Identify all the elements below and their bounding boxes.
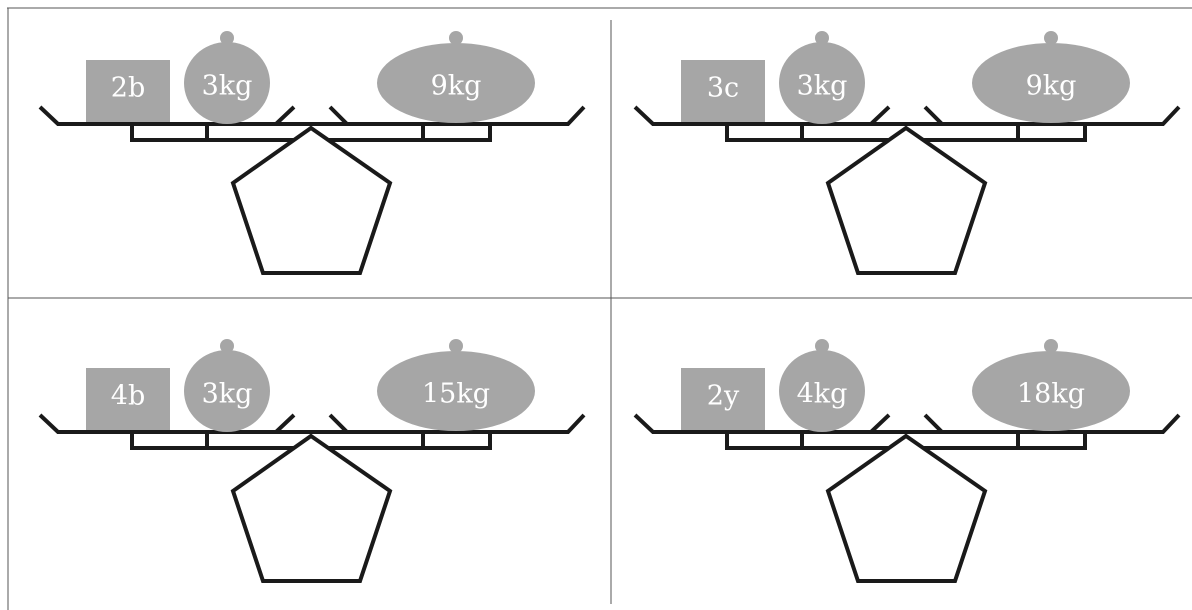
unknown-label: 3c — [707, 73, 739, 104]
scale-panel-3: 4b 3kg 15kg — [38, 339, 586, 583]
scale-panel-4: 2y 4kg 18kg — [633, 339, 1181, 583]
left-weight-label: 3kg — [202, 379, 253, 410]
unknown-block: 4b — [86, 368, 170, 430]
unknown-label: 2b — [111, 73, 145, 104]
left-weight-label: 3kg — [202, 71, 253, 102]
unknown-block: 2y — [681, 368, 765, 430]
left-weight: 3kg — [779, 31, 865, 124]
right-weight-label: 9kg — [1026, 71, 1077, 102]
right-weight: 9kg — [972, 31, 1130, 123]
left-weight-label: 4kg — [797, 379, 848, 410]
unknown-block: 2b — [86, 60, 170, 122]
right-weight: 15kg — [377, 339, 535, 431]
left-weight-label: 3kg — [797, 71, 848, 102]
unknown-label: 2y — [707, 381, 740, 412]
left-weight: 3kg — [184, 339, 270, 432]
scale-panel-1: 2b 3kg 9kg — [38, 31, 586, 275]
right-weight: 9kg — [377, 31, 535, 123]
unknown-label: 4b — [111, 381, 145, 412]
left-weight: 4kg — [779, 339, 865, 432]
left-weight: 3kg — [184, 31, 270, 124]
unknown-block: 3c — [681, 60, 765, 122]
right-weight-label: 15kg — [422, 379, 490, 410]
right-weight: 18kg — [972, 339, 1130, 431]
scale-panel-2: 3c 3kg 9kg — [633, 31, 1181, 275]
right-weight-label: 18kg — [1017, 379, 1085, 410]
right-weight-label: 9kg — [431, 71, 482, 102]
